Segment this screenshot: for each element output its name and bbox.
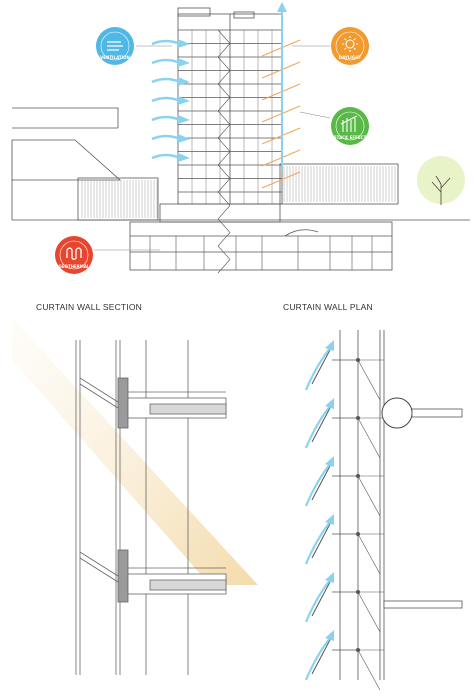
- neighbour-building-left: [11, 107, 122, 220]
- curtain-wall-section: [12, 318, 258, 675]
- plan-airflow-arrow: [304, 637, 331, 681]
- louvre-blade: [311, 577, 333, 617]
- stair-zigzag: [217, 29, 231, 274]
- plan-airflow-arrow: [304, 521, 331, 565]
- airflow-arrows: [151, 39, 190, 162]
- plan-airflow-arrowhead: [325, 630, 334, 641]
- louvre-blade: [311, 635, 333, 675]
- tower-floor-lines: [178, 29, 282, 204]
- section-title-curtain-wall-section: CURTAIN WALL SECTION: [36, 302, 143, 312]
- plan-airflow-arrowhead: [325, 514, 334, 525]
- airflow-arrow: [151, 153, 181, 160]
- airflow-arrow: [151, 96, 181, 103]
- wind-icon: [107, 41, 123, 51]
- building-base: [129, 203, 393, 271]
- airflow-arrow: [151, 58, 181, 65]
- geothermal-badge-label: GEOTHERMAL: [59, 264, 90, 269]
- stack-icon: [340, 115, 358, 132]
- airflow-arrow: [151, 39, 181, 46]
- louvre-brace: [357, 591, 381, 633]
- base-columns: [149, 236, 373, 270]
- sun-ray: [261, 171, 301, 189]
- airflow-arrowhead: [178, 134, 190, 143]
- plan-airflow-arrowhead: [325, 340, 334, 351]
- plan-column: [381, 397, 463, 429]
- plan-airflow-arrow: [304, 463, 331, 507]
- geothermal-badge: GEOTHERMAL: [55, 236, 93, 274]
- tree: [417, 156, 465, 205]
- plan-airflow-arrow: [304, 405, 331, 449]
- louvre-blade: [311, 403, 333, 443]
- podium-right-cladding: [283, 166, 396, 202]
- louvre-brace: [357, 475, 381, 517]
- ventilation-badge-label: VENTILATION: [100, 55, 130, 60]
- airflow-arrow: [151, 77, 181, 84]
- daylight-beam: [12, 318, 258, 585]
- stack-effect-badge: STACK EFFECT: [331, 107, 369, 145]
- airflow-arrowhead: [178, 115, 190, 124]
- airflow-arrowhead: [178, 58, 190, 67]
- plan-airflow-arrowhead: [325, 456, 334, 467]
- louvre-brace: [357, 533, 381, 575]
- plan-airflow-arrow: [304, 579, 331, 623]
- louvre-brace: [357, 359, 381, 401]
- daylight-badge: DAYLIGHT: [331, 27, 369, 65]
- badge-leaders: [94, 45, 331, 251]
- airflow-arrow: [151, 134, 181, 141]
- plan-airflow-arrowhead: [325, 572, 334, 583]
- louvre-blade: [311, 345, 333, 385]
- plan-airflow-arrow: [304, 347, 331, 391]
- airflow-arrow: [151, 115, 181, 122]
- tower: [177, 7, 283, 205]
- podium-right: [279, 163, 399, 205]
- base-curve: [284, 229, 319, 237]
- section-title-curtain-wall-plan: CURTAIN WALL PLAN: [283, 302, 373, 312]
- louvre-blade: [311, 519, 333, 559]
- podium-left: [77, 177, 159, 221]
- airflow-arrowhead: [178, 77, 190, 86]
- podium-left-cladding: [81, 180, 158, 218]
- stack-effect-arrow: [277, 2, 287, 170]
- louvre-brace: [357, 417, 381, 459]
- louvre-brace: [357, 649, 381, 691]
- airflow-arrowhead: [178, 96, 190, 105]
- curtain-wall-plan: [339, 330, 385, 680]
- stack-effect-badge-label: STACK EFFECT: [334, 135, 367, 140]
- building-elevation: [11, 7, 470, 274]
- stair-core: [217, 29, 231, 274]
- daylight-badge-label: DAYLIGHT: [339, 55, 362, 60]
- airflow-arrowhead: [178, 153, 190, 162]
- louvre-blade: [311, 461, 333, 501]
- geothermal-loop-icon: [66, 247, 82, 261]
- sun-icon: [342, 36, 358, 52]
- plan-louvres: [304, 340, 384, 691]
- airflow-arrowhead: [178, 39, 190, 48]
- plan-airflow-arrowhead: [325, 398, 334, 409]
- plan-wall-stub: [383, 600, 463, 609]
- ventilation-badge: VENTILATION: [96, 27, 134, 65]
